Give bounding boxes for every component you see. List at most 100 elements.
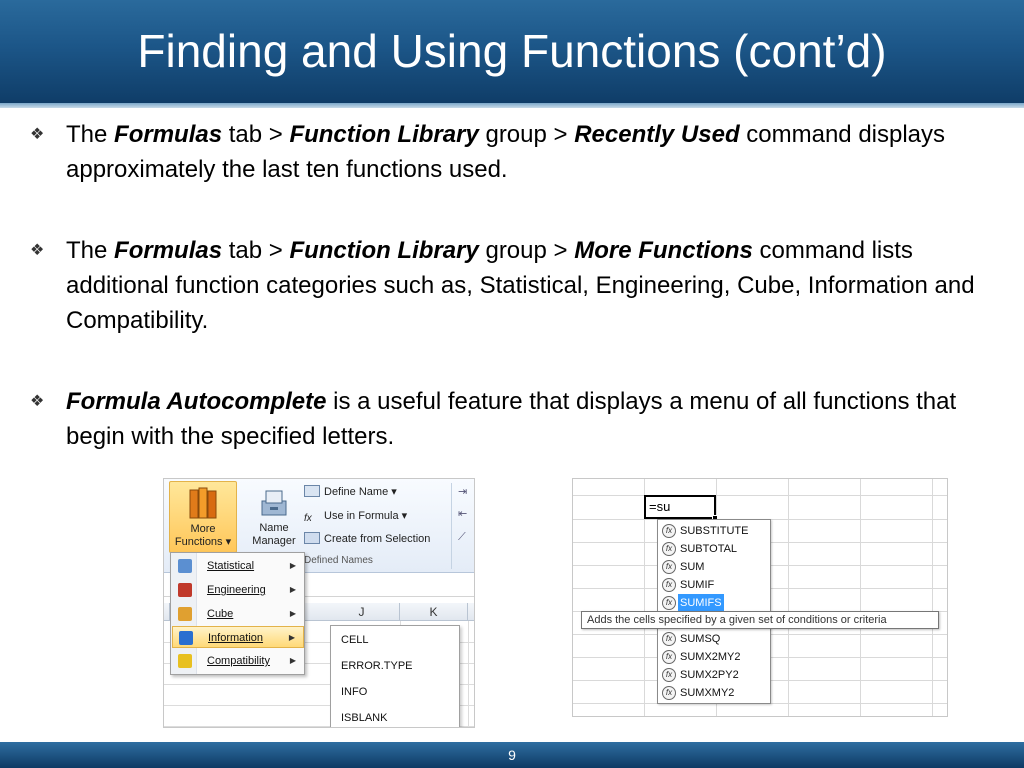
bullet-emphasis: Formula Autocomplete [66,388,327,415]
grid-line [860,479,861,716]
more-functions-label-1: More [190,523,216,535]
bullet-diamond-icon: ❖ [30,393,45,410]
function-tooltip: Adds the cells specified by a given set … [581,611,939,629]
autocomplete-item-label: SUMX2MY2 [680,651,741,663]
more-functions-label-2: Functions ▾ [174,536,232,548]
bullet-emphasis: More Functions [574,237,753,264]
submenu-item-error-type[interactable]: ERROR.TYPE [341,660,413,672]
bullet-text: The Formulas tab > Function Library grou… [66,117,1000,187]
bullet-emphasis: Formulas [114,237,223,264]
bullet-recently-used: ❖ The Formulas tab > Function Library gr… [30,117,1000,187]
menu-item-statistical[interactable]: Statistical ▶ [172,555,304,577]
submenu-arrow-icon: ▶ [288,633,295,642]
function-icon: fx [662,650,676,664]
cell-value: =su [649,499,671,514]
autocomplete-item-label: SUMXMY2 [680,687,735,699]
more-functions-button[interactable]: More Functions ▾ [169,481,237,553]
autocomplete-item-label: SUMIFS [678,594,724,612]
submenu-arrow-icon: ▶ [289,609,296,618]
bullet-emphasis: Function Library [289,121,479,148]
autocomplete-item-label: SUMX2PY2 [680,669,739,681]
bullet-run: tab > [222,237,290,264]
autocomplete-item-sumxmy2[interactable]: fx SUMXMY2 [660,684,768,702]
slide-header: Finding and Using Functions (cont’d) [0,0,1024,103]
bullet-emphasis: Formulas [114,121,223,148]
header-divider [0,103,1024,108]
name-manager-icon [261,490,287,516]
trace-precedents-icon[interactable]: ⇥ [458,486,468,498]
function-icon: fx [662,578,676,592]
grid-line [573,495,947,496]
autocomplete-item-sumx2py2[interactable]: fx SUMX2PY2 [660,666,768,684]
bullet-diamond-icon: ❖ [30,126,45,143]
bullet-run: group > [478,237,575,264]
function-icon: fx [662,668,676,682]
compatibility-icon [178,654,192,668]
more-functions-menu: Statistical ▶ Engineering ▶ Cube ▶ Infor… [170,552,305,675]
autocomplete-item-label: SUMSQ [680,633,721,645]
menu-item-engineering[interactable]: Engineering ▶ [172,579,304,601]
bullet-run: group > [478,121,575,148]
grid-line [164,684,474,685]
define-name-icon [304,485,320,497]
autocomplete-item-label: SUM [680,561,705,573]
cube-icon [178,607,192,621]
bullet-run: is a useful feature that displays a menu… [66,388,957,450]
column-header-k[interactable]: K [400,603,468,621]
create-from-selection-button[interactable]: Create from Selection [304,530,430,548]
name-manager-label-2: Manager [252,535,296,547]
submenu-item-isblank[interactable]: ISBLANK [341,712,388,724]
books-icon [189,487,217,519]
function-icon: fx [662,524,676,538]
define-name-button[interactable]: Define Name ▾ [304,483,397,501]
column-header-partial [164,603,170,621]
function-icon: fx [662,560,676,574]
autocomplete-item-label: SUBTOTAL [680,543,738,555]
function-icon: fx [662,596,676,610]
submenu-arrow-icon: ▶ [289,561,296,570]
autocomplete-item-sumsq[interactable]: fx SUMSQ [660,630,768,648]
bullet-run: command lists additional function catego… [66,237,975,334]
defined-names-group-label: Defined Names [304,555,373,566]
autocomplete-item-sumx2my2[interactable]: fx SUMX2MY2 [660,648,768,666]
menu-item-cube[interactable]: Cube ▶ [172,603,304,625]
grid-line [164,726,474,727]
menu-item-information[interactable]: Information ▶ [172,626,304,648]
grid-line [932,479,933,716]
slide-title: Finding and Using Functions (cont’d) [137,25,887,77]
create-from-selection-label: Create from Selection [324,533,431,545]
bullet-text: The Formulas tab > Function Library grou… [66,233,1000,338]
autocomplete-item-sum[interactable]: fx SUM [660,558,768,576]
bullet-run: The [66,237,115,264]
grid-line [644,479,645,716]
fx-icon: fx [304,513,312,524]
menu-item-label: Compatibility [207,655,270,667]
grid-line [468,621,469,727]
bullet-emphasis: Recently Used [574,121,740,148]
statistical-icon [178,559,192,573]
function-icon: fx [662,686,676,700]
information-submenu: CELL ERROR.TYPE INFO ISBLANK [330,625,460,727]
remove-arrows-icon[interactable]: ⟋ [458,531,466,543]
column-header-j[interactable]: J [324,603,400,621]
grid-line [164,642,474,643]
trace-dependents-icon[interactable]: ⇤ [458,508,468,520]
slide-footer: 9 [0,742,1024,768]
menu-item-label: Engineering [207,584,266,596]
name-manager-button[interactable]: Name Manager [248,481,300,553]
active-cell-input[interactable]: =su [644,495,718,521]
bullet-formula-autocomplete: ❖ Formula Autocomplete is a useful featu… [30,384,1000,454]
ribbon-separator [451,483,452,569]
bullet-text: Formula Autocomplete is a useful feature… [66,384,1000,454]
menu-item-label: Statistical [207,560,255,572]
function-icon: fx [662,632,676,646]
submenu-item-cell[interactable]: CELL [341,634,369,646]
menu-item-compatibility[interactable]: Compatibility ▶ [172,650,304,672]
submenu-item-info[interactable]: INFO [341,686,368,698]
